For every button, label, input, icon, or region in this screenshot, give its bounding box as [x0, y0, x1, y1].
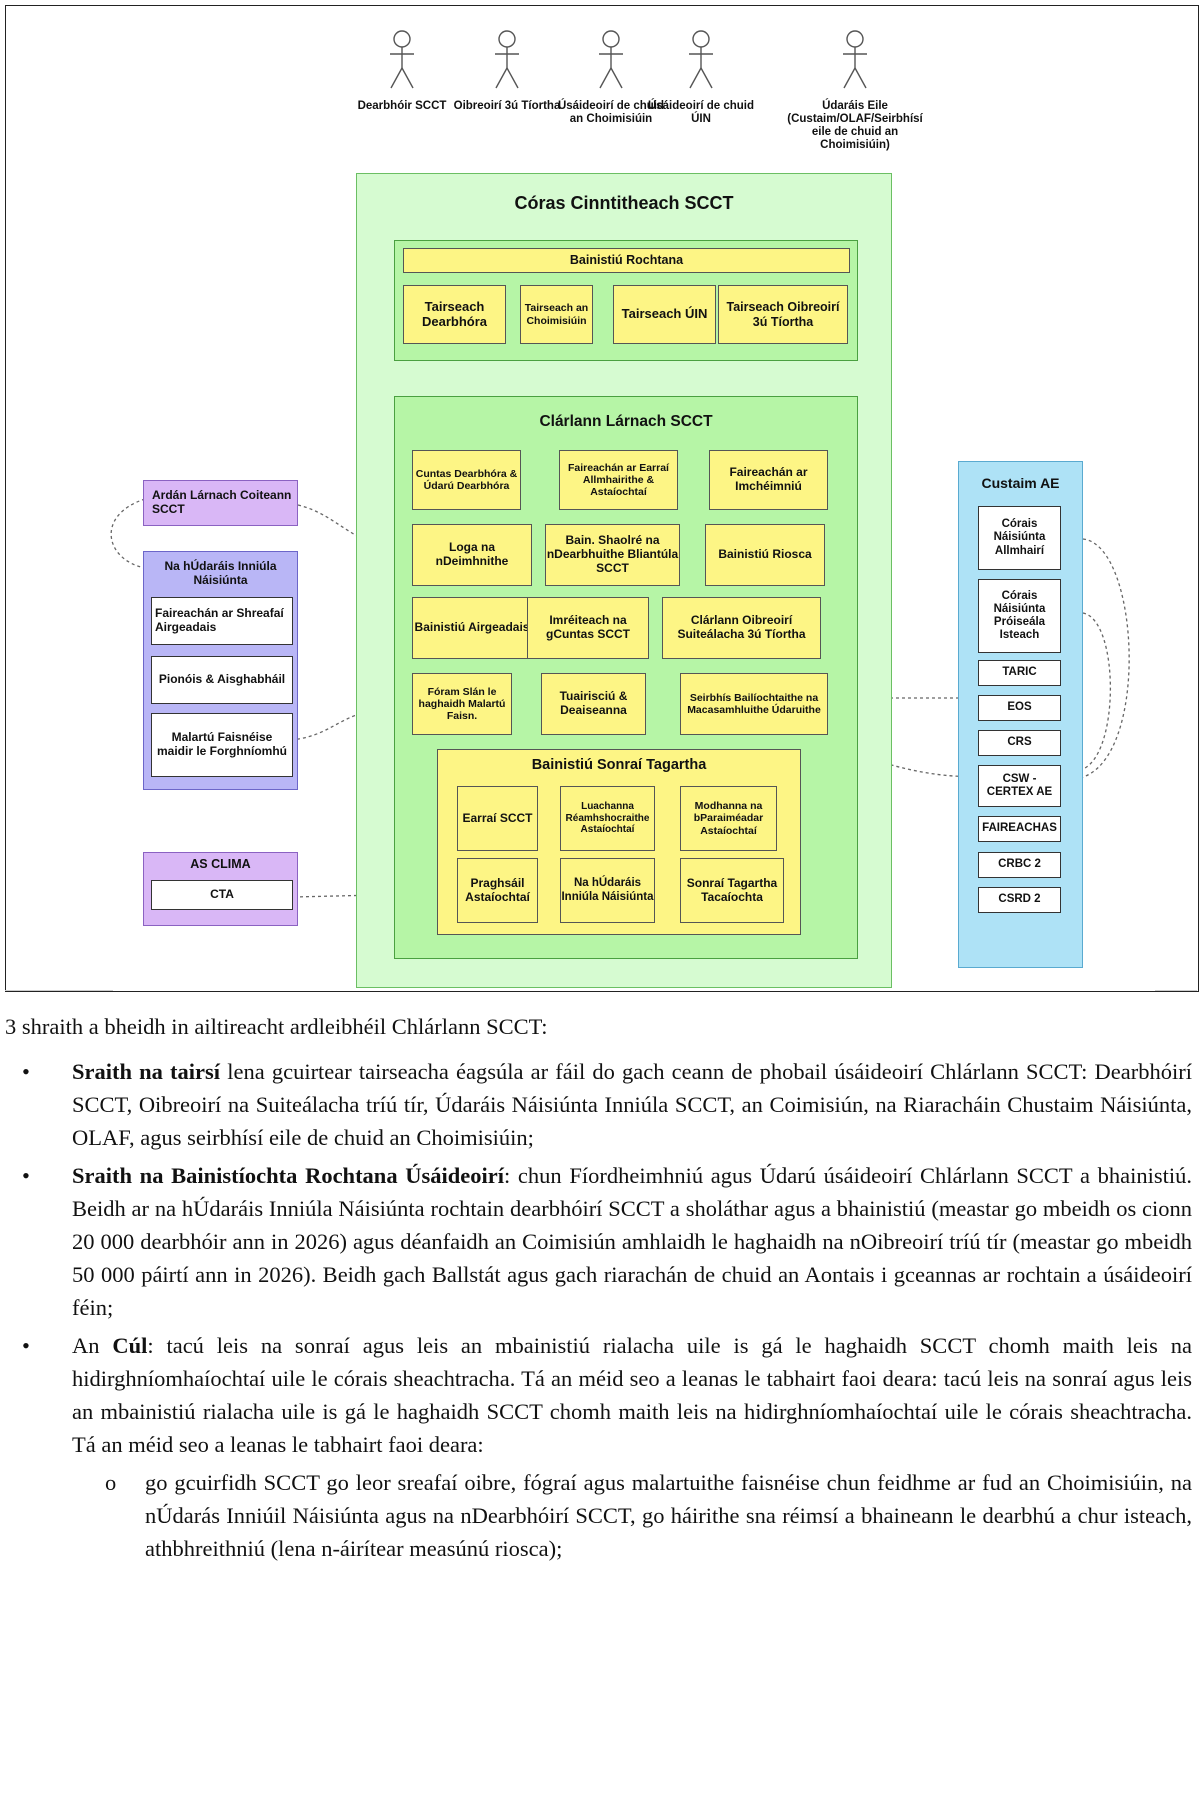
actor-label: Oibreoirí 3ú Tíortha — [453, 100, 561, 112]
actor-commission-users: Úsáideoirí de chuid an Choimisiúin — [556, 30, 666, 126]
customs-csrd2: CSRD 2 — [978, 887, 1061, 913]
ref-default-values: Luachanna Réamhshocraithe Astaíochtaí — [560, 786, 655, 851]
bullet-backend-layer: • An Cúl: tacú leis na sonraí agus leis … — [22, 1329, 1192, 1461]
portal-commission: Tairseach an Choimisiúin — [520, 285, 593, 344]
module-secure-forum: Fóram Slán le haghaidh Malartú Faisn. — [412, 673, 512, 735]
customs-national-import: Córais Náisiúnta Allmhairí — [978, 506, 1061, 570]
bullet-access-layer: • Sraith na Bainistíochta Rochtana Úsáid… — [22, 1159, 1192, 1324]
module-risk-management: Bainistiú Riosca — [705, 524, 825, 586]
person-icon — [689, 30, 713, 89]
module-financial-management: Bainistiú Airgeadais — [412, 597, 532, 659]
bullet-dot: • — [22, 1333, 30, 1358]
person-icon — [599, 30, 623, 89]
actor-other-authorities: Údaráis Eile (Custaim/OLAF/Seirbhísí eil… — [780, 30, 930, 152]
authority-penalties: Pionóis & Aisghabháil — [151, 656, 293, 704]
module-declaration-lifecycle: Bain. Shaolré na nDearbhuithe Bliantúla … — [545, 524, 680, 586]
ref-emission-methods: Modhanna na bParaiméadar Astaíochtaí — [680, 786, 777, 851]
ref-competent-authorities: Na hÚdaráis Inniúla Náisiúnta — [560, 858, 655, 923]
module-imports-monitoring: Faireachán ar Earraí Allmhairithe & Asta… — [559, 450, 678, 510]
actor-label: Údaráis Eile (Custaim/OLAF/Seirbhísí eil… — [787, 100, 923, 151]
customs-crs: CRS — [978, 730, 1061, 756]
bullet-dot: • — [22, 1059, 30, 1084]
ref-supporting-data: Sonraí Tagartha Tacaíochta — [680, 858, 784, 923]
actor-operators: Oibreoirí 3ú Tíortha — [452, 30, 562, 113]
connector-platform-authorities — [110, 498, 146, 569]
person-icon — [495, 30, 519, 89]
actor-label: Úsáideoirí de chuid ÚIN — [647, 100, 755, 125]
customs-eos: EOS — [978, 695, 1061, 721]
separator-right — [1155, 990, 1197, 991]
common-platform: Ardán Lárnach Coiteann SCCT — [143, 480, 298, 526]
customs-csw-certex: CSW - CERTEX AE — [978, 765, 1061, 807]
portal-declarant: Tairseach Dearbhóra — [403, 285, 506, 344]
connector-platform-logs — [297, 504, 413, 552]
body-text: 3 shraith a bheidh in ailtireacht ardlei… — [0, 1010, 1203, 1565]
cta-item: CTA — [151, 880, 293, 910]
customs-inward-processing: Córais Náisiúnta Próiseála Isteach — [978, 579, 1061, 653]
authorities-title: Na hÚdaráis Inniúla Náisiúnta — [164, 559, 277, 587]
bullet-prefix: An — [72, 1333, 113, 1358]
portal-nca: Tairseach ÚIN — [613, 285, 716, 344]
separator-left — [5, 990, 113, 991]
module-certificate-logs: Loga na nDeimhnithe — [412, 524, 532, 586]
reference-data-title: Bainistiú Sonraí Tagartha — [531, 757, 707, 773]
connector-processing-csw — [1079, 612, 1111, 771]
module-declarant-account: Cuntas Dearbhóra & Údarú Dearbhóra — [412, 450, 521, 510]
customs-taric: TARIC — [978, 660, 1061, 686]
connector-exchange-forum — [290, 707, 413, 741]
actor-declarant: Dearbhóir SCCT — [347, 30, 457, 113]
system-title: Córas Cinntitheach SCCT — [514, 193, 734, 213]
bullet-text: : chun Fíordheimhniú agus Údarú úsáideoi… — [72, 1163, 1192, 1320]
module-account-clearing: Imréiteach na gCuntas SCCT — [527, 597, 649, 659]
person-icon — [843, 30, 867, 89]
module-reporting-dashboards: Tuairisciú & Deaiseanna — [541, 673, 646, 735]
bullet-term: Sraith na tairsí — [72, 1059, 221, 1084]
module-operator-registry: Clárlann Oibreoirí Suiteálacha 3ú Tíorth… — [662, 597, 821, 659]
registry-title: Clárlann Lárnach SCCT — [539, 413, 713, 430]
actor-nca-users: Úsáideoirí de chuid ÚIN — [646, 30, 756, 126]
eu-customs-title: Custaim AE — [981, 475, 1060, 491]
bullet-text: : tacú leis na sonraí agus leis an mbain… — [72, 1333, 1192, 1457]
clima-title: AS CLIMA — [190, 857, 251, 871]
authority-info-exchange: Malartú Faisnéise maidir le Forghníomhú — [151, 713, 293, 777]
authority-financial-flows: Faireachán ar Shreafaí Airgeadais — [151, 597, 293, 645]
person-icon — [390, 30, 414, 89]
bullet-term: Cúl — [112, 1333, 148, 1358]
sub-bullet-marker: o — [105, 1470, 117, 1495]
ref-emission-pricing: Praghsáil Astaíochtaí — [457, 858, 538, 923]
bullet-term: Sraith na Bainistíochta Rochtana Úsáideo… — [72, 1163, 504, 1188]
customs-surveillance: FAIREACHAS — [978, 816, 1061, 842]
ref-cbam-goods: Earraí SCCT — [457, 786, 538, 851]
customs-crbc2: CRBC 2 — [978, 852, 1061, 878]
bullet-dot: • — [22, 1163, 30, 1188]
connector-national-csw — [1079, 538, 1130, 779]
sub-bullet-workflows: o go gcuirfidh SCCT go leor sreafaí oibr… — [105, 1466, 1192, 1565]
sub-bullet-text: go gcuirfidh SCCT go leor sreafaí oibre,… — [145, 1470, 1192, 1561]
actor-label: Úsáideoirí de chuid an Choimisiúin — [557, 100, 665, 125]
bullet-text: lena gcuirtear tairseacha éagsúla ar fái… — [72, 1059, 1192, 1150]
intro-paragraph: 3 shraith a bheidh in ailtireacht ardlei… — [5, 1014, 548, 1039]
actor-label: Dearbhóir SCCT — [357, 100, 447, 112]
access-management-title: Bainistiú Rochtana — [403, 248, 850, 273]
bullet-portal-layer: • Sraith na tairsí lena gcuirtear tairse… — [22, 1055, 1192, 1154]
module-validation-service: Seirbhís Bailíochtaithe na Macasamhluith… — [680, 673, 828, 735]
portal-operators: Tairseach Oibreoirí 3ú Tíortha — [718, 285, 848, 344]
module-circumvention-monitoring: Faireachán ar Imchéimniú — [709, 450, 828, 510]
